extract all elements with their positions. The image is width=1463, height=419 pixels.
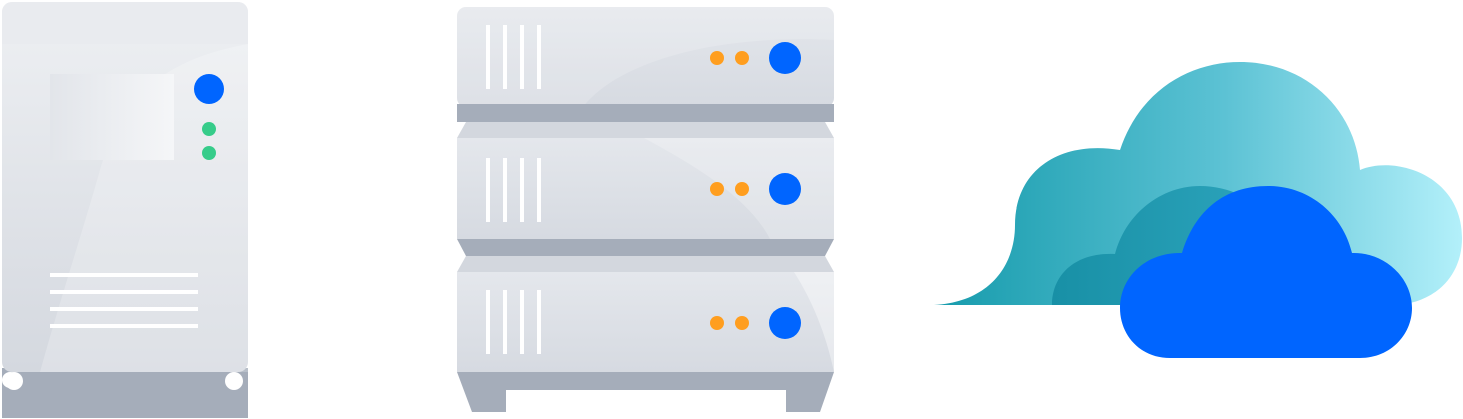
rack-unit-2-led-2 xyxy=(735,182,749,196)
rack-unit-2-led-1 xyxy=(710,182,724,196)
rack-unit-3-led-2 xyxy=(735,316,749,330)
rack-unit-1-led-2 xyxy=(735,51,749,65)
rack-unit-1 xyxy=(457,7,834,122)
tower-foot-notch-right xyxy=(225,372,243,390)
rack-unit-2 xyxy=(457,138,834,256)
rack-rail-2 xyxy=(457,256,834,272)
cloud-icon xyxy=(934,62,1462,358)
rack-unit-2-power-button-icon xyxy=(769,173,801,205)
rack-unit-1-power-button-icon xyxy=(769,42,801,74)
tower-top-band xyxy=(2,2,248,44)
tower-vent-lines xyxy=(50,273,198,328)
rack-unit-3-power-button-icon xyxy=(769,307,801,339)
rack-unit-3 xyxy=(457,272,834,372)
rack-server-icon xyxy=(457,7,834,412)
tower-status-led-1 xyxy=(202,122,216,136)
tower-base-strip xyxy=(30,372,220,390)
rack-unit-3-led-1 xyxy=(710,316,724,330)
rack-rail-1 xyxy=(457,122,834,138)
rack-unit-1-led-1 xyxy=(710,51,724,65)
tower-window xyxy=(50,74,174,160)
tower-power-button-icon xyxy=(194,74,224,104)
tower-foot-notch-left xyxy=(5,372,23,390)
cloud-front-layer xyxy=(1120,186,1412,358)
rack-base xyxy=(457,372,834,412)
tower-status-led-2 xyxy=(202,146,216,160)
tower-server-icon xyxy=(2,2,248,418)
